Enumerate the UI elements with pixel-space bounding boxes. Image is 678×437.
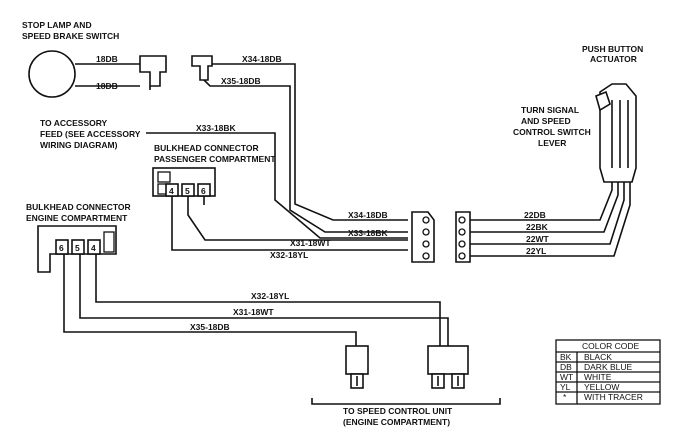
accessory-label-1: TO ACCESSORY — [40, 118, 108, 128]
wire-x32-low — [95, 254, 441, 346]
switch-connector — [191, 55, 213, 81]
speed-unit-label-1: TO SPEED CONTROL UNIT — [343, 406, 453, 416]
wire-label-x31-conn: X31-18WT — [290, 238, 331, 248]
wire-label-22db: 22DB — [524, 210, 546, 220]
bulkhead-eng-label-2: ENGINE COMPARTMENT — [26, 213, 128, 223]
eng-pin-3: 4 — [91, 243, 96, 253]
wire-x35 — [203, 79, 408, 233]
wire-label-x31-low: X31-18WT — [233, 307, 274, 317]
accessory-label-2: FEED (SEE ACCESSORY — [40, 129, 141, 139]
wire-label-22bk: 22BK — [526, 222, 549, 232]
eng-pin-1: 6 — [59, 243, 64, 253]
wire-x32-pass — [171, 196, 408, 251]
color-code-name-wt: WHITE — [584, 372, 612, 382]
wire-label-18db-top: 18DB — [96, 54, 118, 64]
wire-label-x34-top: X34-18DB — [242, 54, 282, 64]
wire-x31-pass — [187, 196, 408, 241]
color-code-table: COLOR CODE BK BLACK DB DARK BLUE WT WHIT… — [555, 339, 661, 405]
stop-lamp-switch — [28, 50, 167, 98]
speed-control-connector-small — [345, 345, 369, 389]
bulkhead-connector-engine: 6 5 4 — [37, 225, 117, 273]
wire-22bk — [470, 182, 619, 233]
wire-label-x35-low: X35-18DB — [190, 322, 230, 332]
color-code-title: COLOR CODE — [582, 341, 639, 351]
wire-22wt — [470, 182, 625, 245]
color-code-row-wt: WT — [560, 372, 573, 382]
pass-pin-1: 4 — [169, 186, 174, 196]
speed-unit-bracket — [311, 398, 501, 405]
color-code-name-tracer: WITH TRACER — [584, 392, 643, 402]
turn-signal-label-3: CONTROL SWITCH — [513, 127, 591, 137]
wire-label-x32-conn: X32-18YL — [270, 250, 308, 260]
wire-label-22wt: 22WT — [526, 234, 549, 244]
turn-signal-label-2: AND SPEED — [521, 116, 571, 126]
color-code-row-bk: BK — [560, 352, 572, 362]
color-code-name-bk: BLACK — [584, 352, 612, 362]
speed-unit-label-2: (ENGINE COMPARTMENT) — [343, 417, 450, 427]
wire-22yl — [470, 182, 631, 257]
push-button-label-1: PUSH BUTTON — [582, 44, 643, 54]
wire-label-18db-bottom: 18DB — [96, 81, 118, 91]
bulkhead-connector-passenger: 4 5 6 — [152, 167, 216, 197]
inline-connector — [411, 211, 471, 263]
bulkhead-pass-label-2: PASSENGER COMPARTMENT — [154, 154, 276, 164]
push-button-label-2: ACTUATOR — [590, 54, 637, 64]
wire-label-x35-top: X35-18DB — [221, 76, 261, 86]
wire-x35-low — [63, 254, 357, 346]
wire-x31-low — [79, 254, 449, 346]
accessory-label-3: WIRING DIAGRAM) — [40, 140, 118, 150]
stop-lamp-label-2: SPEED BRAKE SWITCH — [22, 31, 119, 41]
color-code-name-yl: YELLOW — [584, 382, 619, 392]
wire-label-x34-conn: X34-18DB — [348, 210, 388, 220]
wire-label-22yl: 22YL — [526, 246, 546, 256]
wire-x33 — [146, 132, 408, 239]
wire-label-x33-accessory: X33-18BK — [196, 123, 237, 133]
eng-pin-2: 5 — [75, 243, 80, 253]
speed-control-connector-large — [427, 345, 469, 389]
color-code-row-yl: YL — [560, 382, 571, 392]
pass-pin-2: 5 — [185, 186, 190, 196]
color-code-row-db: DB — [560, 362, 572, 372]
color-code-row-tracer: * — [563, 392, 567, 402]
bulkhead-pass-label-1: BULKHEAD CONNECTOR — [154, 143, 259, 153]
turn-signal-label-4: LEVER — [538, 138, 566, 148]
color-code-name-db: DARK BLUE — [584, 362, 633, 372]
bulkhead-eng-label-1: BULKHEAD CONNECTOR — [26, 202, 131, 212]
turn-signal-label-1: TURN SIGNAL — [521, 105, 579, 115]
stop-lamp-label-1: STOP LAMP AND — [22, 20, 92, 30]
wire-label-x32-low: X32-18YL — [251, 291, 289, 301]
wire-22db — [470, 182, 613, 221]
wire-label-x33-conn: X33-18BK — [348, 228, 389, 238]
turn-signal-lever — [595, 83, 637, 183]
wire-x34 — [212, 63, 408, 221]
pass-pin-3: 6 — [201, 186, 206, 196]
